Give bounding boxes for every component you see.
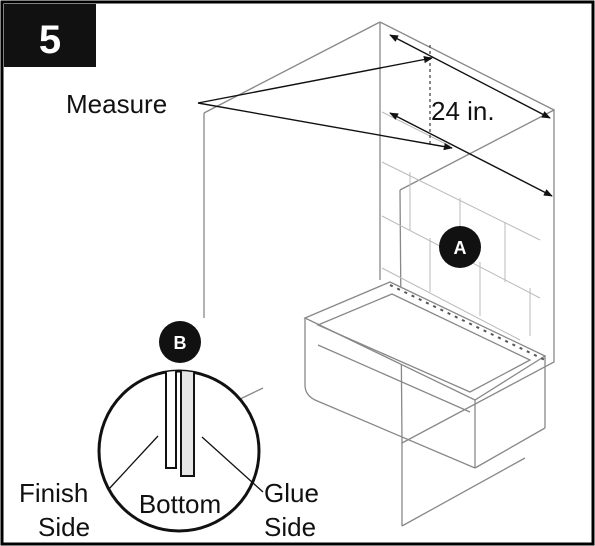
badge-b: B [159,321,201,363]
measure-label: Measure [66,89,167,119]
badge-a-label: A [454,238,467,258]
step-number: 5 [39,18,61,62]
detail-circle [97,369,264,533]
glue-side-label-line2: Side [264,512,316,542]
badge-a: A [439,226,481,268]
finish-side-label-line1: Finish [19,478,88,508]
badge-b-label: B [174,333,187,353]
bathtub [303,281,547,469]
bottom-label: Bottom [139,489,221,519]
dimension-arrows [389,34,553,197]
glue-side-label-line1: Glue [264,478,319,508]
finish-side-label-line2: Side [38,512,90,542]
measure-callout-lines [197,55,453,151]
glue-side-panel [180,371,195,477]
dimension-label: 24 in. [431,96,495,126]
finish-side-panel [165,371,177,469]
step-number-box: 5 [4,4,96,67]
